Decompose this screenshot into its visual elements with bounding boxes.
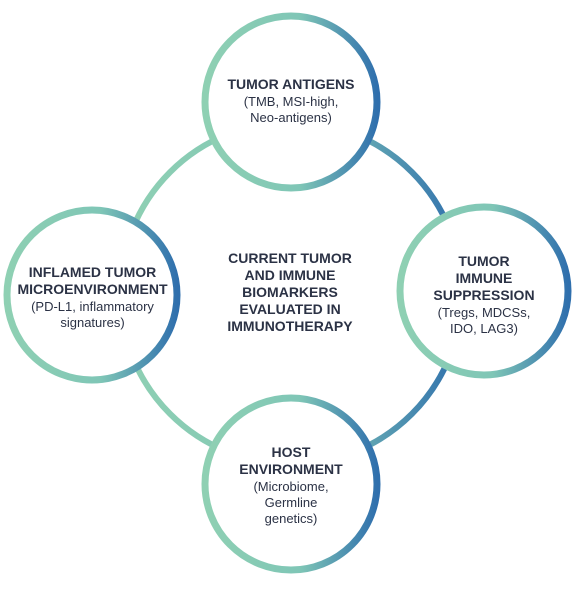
node-sub-line: (TMB, MSI-high, — [243, 94, 339, 109]
node-tumor-antigens: TUMOR ANTIGENS (TMB, MSI-high, Neo-antig… — [207, 76, 375, 126]
node-title-line: HOST — [271, 444, 311, 460]
node-subtitle: (Tregs, MDCSs, IDO, LAG3) — [405, 305, 563, 337]
node-title-line: SUPPRESSION — [433, 287, 535, 303]
node-circle-bottom — [201, 394, 381, 574]
center-line: BIOMARKERS — [242, 284, 338, 300]
node-sub-line: Germline — [264, 495, 318, 510]
center-line: CURRENT TUMOR — [228, 250, 352, 266]
center-line: EVALUATED IN — [239, 301, 341, 317]
node-subtitle: (PD-L1, inflammatory signatures) — [10, 299, 175, 331]
node-sub-line: (Microbiome, — [253, 479, 329, 494]
node-sub-line: IDO, LAG3) — [450, 321, 518, 336]
node-title: TUMOR IMMUNE SUPPRESSION — [405, 253, 563, 304]
node-title-line: IMMUNE — [455, 270, 513, 286]
node-inflamed-tumor-microenvironment: INFLAMED TUMOR MICROENVIRONMENT (PD-L1, … — [10, 264, 175, 331]
node-subtitle: (TMB, MSI-high, Neo-antigens) — [207, 94, 375, 126]
center-label: CURRENT TUMOR AND IMMUNE BIOMARKERS EVAL… — [195, 250, 385, 335]
node-circle-left — [3, 206, 181, 384]
node-subtitle: (Microbiome, Germline genetics) — [207, 479, 375, 527]
node-sub-line: signatures) — [60, 315, 125, 330]
node-title-line: MICROENVIRONMENT — [17, 281, 168, 297]
node-title: HOST ENVIRONMENT — [207, 444, 375, 478]
node-tumor-immune-suppression: TUMOR IMMUNE SUPPRESSION (Tregs, MDCSs, … — [405, 253, 563, 337]
center-line: IMMUNOTHERAPY — [227, 318, 353, 334]
node-title-line: INFLAMED TUMOR — [28, 264, 157, 280]
node-title-line: TUMOR ANTIGENS — [227, 76, 355, 92]
node-title: TUMOR ANTIGENS — [207, 76, 375, 93]
node-title-line: TUMOR — [458, 253, 510, 269]
node-circle-right — [396, 203, 572, 379]
node-sub-line: Neo-antigens) — [250, 110, 332, 125]
node-title-line: ENVIRONMENT — [239, 461, 343, 477]
center-line: AND IMMUNE — [244, 267, 336, 283]
node-host-environment: HOST ENVIRONMENT (Microbiome, Germline g… — [207, 444, 375, 527]
node-title: INFLAMED TUMOR MICROENVIRONMENT — [10, 264, 175, 298]
node-sub-line: (Tregs, MDCSs, — [437, 305, 531, 320]
node-circle-top — [201, 12, 381, 192]
node-sub-line: (PD-L1, inflammatory — [31, 299, 154, 314]
node-sub-line: genetics) — [264, 511, 318, 526]
